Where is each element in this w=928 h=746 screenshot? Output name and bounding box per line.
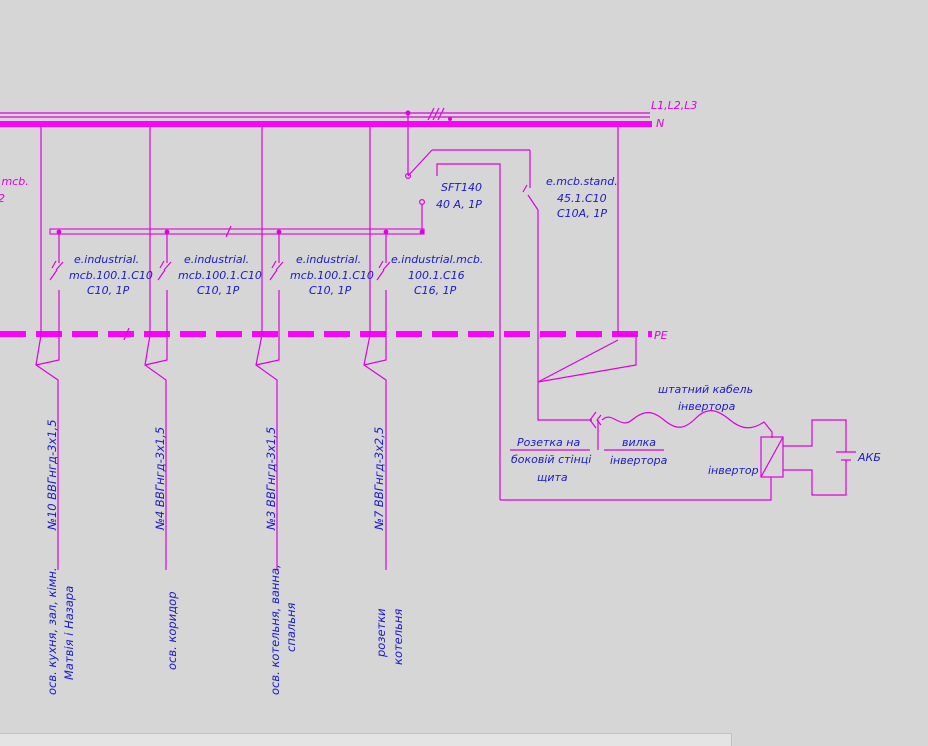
inverter-cable-label-2: інвертора xyxy=(678,400,736,413)
feeder-4-load-line2: котельня xyxy=(391,609,405,665)
main-breaker-rating: 40 A, 1P xyxy=(436,198,482,211)
feeder-2-breaker-line3: C10, 1P xyxy=(197,284,240,297)
inverter-cable xyxy=(601,410,773,438)
neutral-drops xyxy=(35,124,387,570)
inverter-breaker-mark xyxy=(522,184,528,193)
feeder-4-load-line1: розетки xyxy=(374,608,388,658)
feeder-breaker-3 xyxy=(255,232,284,366)
inverter-breaker-line1: e.mcb.stand. xyxy=(546,175,618,188)
main-breaker xyxy=(405,113,530,500)
inverter-box xyxy=(760,436,784,478)
inverter-breaker-out xyxy=(537,210,592,421)
feeder-3-breaker-line1: e.industrial. xyxy=(296,253,361,266)
socket-label-3: щита xyxy=(537,471,568,484)
inverter-pe-link xyxy=(537,339,619,383)
socket-symbol xyxy=(589,411,597,429)
feeder-2-breaker-line1: e.industrial. xyxy=(184,253,249,266)
feeder-3-breaker-line3: C10, 1P xyxy=(309,284,352,297)
battery-label: АКБ xyxy=(857,451,881,464)
feeder-2-cable: №4 ВВГнгд-3х1,5 xyxy=(153,427,167,531)
horizontal-scrollbar[interactable] xyxy=(0,733,732,746)
inverter-diagonal xyxy=(760,436,784,478)
feeder-1-cable: №10 ВВГнгд-3х1,5 xyxy=(45,419,59,531)
plug-label-1: вилка xyxy=(622,436,656,449)
feeder-1-breaker-line1: e.industrial. xyxy=(74,253,139,266)
inverter-breaker-lever xyxy=(527,194,539,211)
feeder-3-breaker-line2: mcb.100.1.C10 xyxy=(290,269,374,282)
battery-wire-bottom xyxy=(783,462,847,496)
plug-label-2: інвертора xyxy=(610,454,668,467)
feeder-2-breaker-line2: mcb.100.1.C10 xyxy=(178,269,262,282)
phase-bus-label: L1,L2,L3 xyxy=(651,99,697,112)
inverter-breaker xyxy=(522,150,592,421)
inverter-breaker-line2: 45.1.C10 xyxy=(557,192,607,205)
main-breaker-contact xyxy=(405,173,412,180)
rail-node xyxy=(419,229,425,235)
feeder-3-load-line2: спальня xyxy=(284,602,298,652)
cut-breaker-label-1: .mcb. xyxy=(0,175,29,188)
neutral-drop xyxy=(255,124,278,570)
main-breaker-model: SFT140 xyxy=(441,181,482,194)
main-breaker-lever xyxy=(407,149,433,177)
pe-tick xyxy=(123,327,130,341)
feeder-4-breaker-line2: 100.1.C16 xyxy=(408,269,465,282)
feeder-2-load: осв. коридор xyxy=(165,592,179,671)
main-breaker-contact xyxy=(419,199,426,206)
socket-symbol xyxy=(596,414,602,426)
inverter-wiring xyxy=(500,124,856,501)
inverter-label: інвертор xyxy=(708,464,759,477)
pe-bus-label: PE xyxy=(654,329,668,342)
socket-label-2: боковій стінці xyxy=(511,453,591,466)
feeder-1-load-line1: осв. кухня, зал, кімн. xyxy=(45,567,59,695)
feeder-4-breaker-line3: C16, 1P xyxy=(414,284,457,297)
battery-wire-top xyxy=(783,419,847,450)
feeder-3-load-line1: осв. котельня, ванна, xyxy=(268,564,282,695)
phase-tick xyxy=(437,107,445,121)
bus-junction xyxy=(448,117,452,121)
feeder-1-breaker-line3: C10, 1P xyxy=(87,284,130,297)
busbars xyxy=(0,107,652,337)
distribution-rail xyxy=(49,228,425,235)
rail-tick xyxy=(225,225,232,238)
feeder-4-cable: №7 ВВГнгд-3х2,5 xyxy=(372,427,386,531)
feeder-1-load-line2: Матвія і Назара xyxy=(62,586,76,680)
phase-tick xyxy=(427,107,435,121)
inverter-breaker-line3: C10A, 1P xyxy=(557,207,607,220)
phase-tick xyxy=(432,107,440,121)
inverter-return xyxy=(500,477,772,501)
feeder-1-breaker-line2: mcb.100.1.C10 xyxy=(69,269,153,282)
cut-breaker-label-2: 2 xyxy=(0,192,5,205)
distribution-bus xyxy=(49,225,425,238)
neutral-bus-label: N xyxy=(656,117,664,130)
feeder-4-breaker-line1: e.industrial.mcb. xyxy=(391,253,483,266)
feeder-breaker-2 xyxy=(144,232,172,366)
feeder-breaker-4 xyxy=(363,232,391,366)
feeder-3-cable: №3 ВВГнгд-3х1,5 xyxy=(264,427,278,531)
inverter-neutral-pe xyxy=(537,124,637,383)
socket-label-1: Розетка на xyxy=(517,436,580,449)
feeder-breaker-1 xyxy=(35,232,64,366)
main-breaker-return xyxy=(436,163,501,500)
inverter-cable-label-1: штатний кабель xyxy=(658,383,753,396)
